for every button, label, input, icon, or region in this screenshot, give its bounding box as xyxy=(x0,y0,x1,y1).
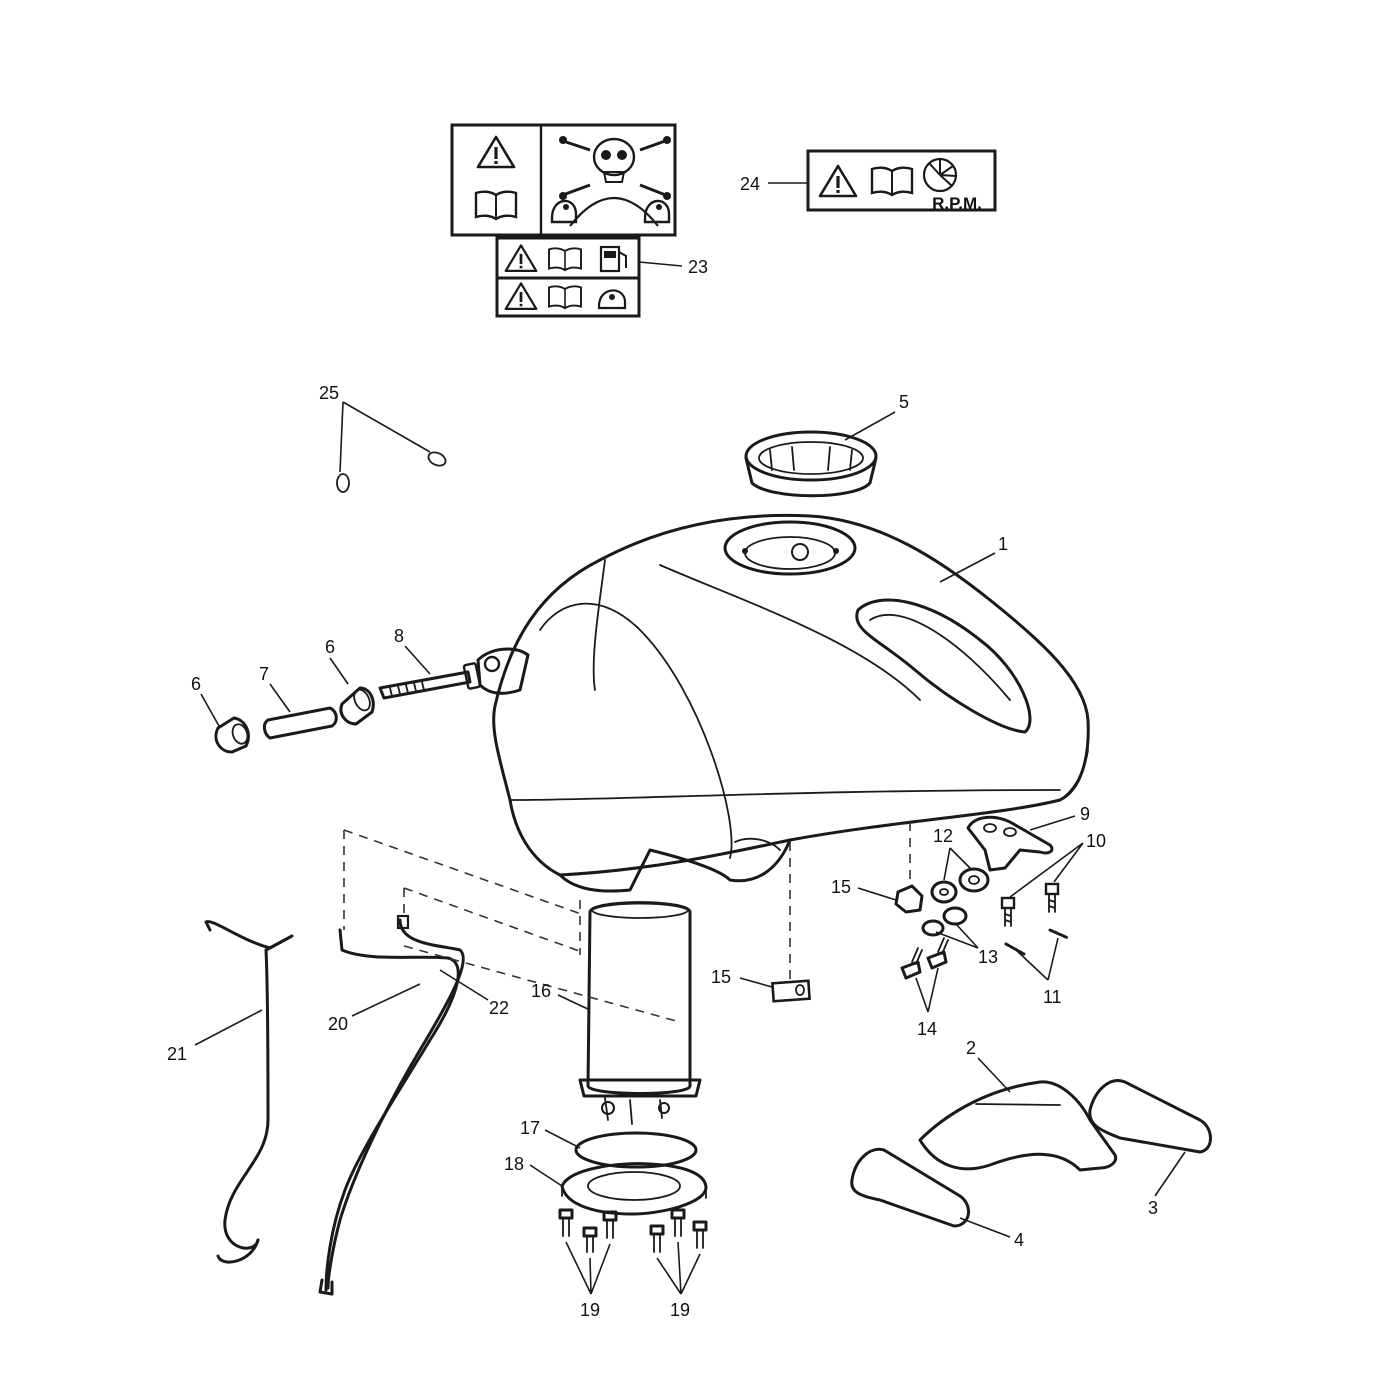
callout-24: 24 xyxy=(740,174,760,194)
pump-o-ring xyxy=(574,1131,698,1169)
rpm-label-text: R.P.M. xyxy=(932,194,982,213)
mount-bracket xyxy=(966,815,1054,872)
helmet-icon xyxy=(643,199,671,224)
rpm-warning-label: R.P.M. xyxy=(806,149,997,213)
callout-23: 23 xyxy=(688,257,708,277)
callout-17: 17 xyxy=(520,1118,540,1138)
leader-lines xyxy=(194,182,1186,1295)
nut-cage xyxy=(894,884,924,914)
bush-left xyxy=(214,716,250,754)
skull-crossbones-icon xyxy=(559,136,671,227)
filler-ring xyxy=(744,430,878,498)
callout-4: 4 xyxy=(1014,1230,1024,1250)
o-rings xyxy=(336,451,447,493)
callout-19b: 19 xyxy=(670,1300,690,1320)
fuel-helmet-warning-label xyxy=(495,236,641,318)
bolts-14 xyxy=(900,937,949,980)
callout-14: 14 xyxy=(917,1019,937,1039)
callout-7: 7 xyxy=(259,664,269,684)
callout-19a: 19 xyxy=(580,1300,600,1320)
washers xyxy=(921,906,968,937)
spacer-tube xyxy=(262,706,338,740)
callout-11: 11 xyxy=(1043,987,1062,1007)
heat-shield-pad xyxy=(918,1080,1118,1172)
callout-5: 5 xyxy=(899,392,909,412)
fuel-tank xyxy=(476,513,1090,893)
pad-3 xyxy=(1088,1079,1212,1154)
callout-8: 8 xyxy=(394,626,404,646)
callout-25: 25 xyxy=(319,383,339,403)
bush-right xyxy=(339,686,375,726)
rear-mount-hardware xyxy=(771,815,1070,1003)
hose-21 xyxy=(204,920,294,1264)
pump-retaining-ring xyxy=(560,1162,708,1216)
callout-15b: 15 xyxy=(711,967,731,987)
pump-screws xyxy=(558,1208,708,1253)
callout-6b: 6 xyxy=(325,637,335,657)
callout-1: 1 xyxy=(998,534,1008,554)
helmet-icon xyxy=(550,199,578,224)
callout-9: 9 xyxy=(1080,804,1090,824)
hose-20 xyxy=(318,928,460,1296)
callout-15a: 15 xyxy=(831,877,851,897)
skull-warning-label xyxy=(450,123,677,237)
callout-18: 18 xyxy=(504,1154,524,1174)
callout-2: 2 xyxy=(966,1038,976,1058)
callout-12: 12 xyxy=(933,826,953,846)
callout-10: 10 xyxy=(1086,831,1106,851)
callout-13: 13 xyxy=(978,947,998,967)
callout-16: 16 xyxy=(531,981,551,1001)
callout-22: 22 xyxy=(489,998,509,1018)
callout-21: 21 xyxy=(167,1044,187,1064)
helmet-icon xyxy=(597,289,627,310)
alignment-lines xyxy=(343,822,911,1023)
callout-3: 3 xyxy=(1148,1198,1158,1218)
fuel-pump-icon xyxy=(599,245,627,273)
callout-20: 20 xyxy=(328,1014,348,1034)
springs-11 xyxy=(1004,928,1070,956)
callout-numbers: 1 2 3 4 5 6 6 7 8 9 10 11 12 13 14 15 15… xyxy=(167,174,1158,1320)
clip-nut xyxy=(771,979,811,1003)
pivot-bolt xyxy=(378,662,482,700)
pad-4 xyxy=(850,1147,970,1228)
callout-6a: 6 xyxy=(191,674,201,694)
pivot-hardware xyxy=(214,662,482,754)
rubber-mounts xyxy=(930,867,990,904)
hose-22 xyxy=(326,914,465,1290)
tachometer-icon xyxy=(922,157,958,193)
bolts-10 xyxy=(1000,882,1060,927)
fuel-pump-assembly xyxy=(578,901,702,1125)
